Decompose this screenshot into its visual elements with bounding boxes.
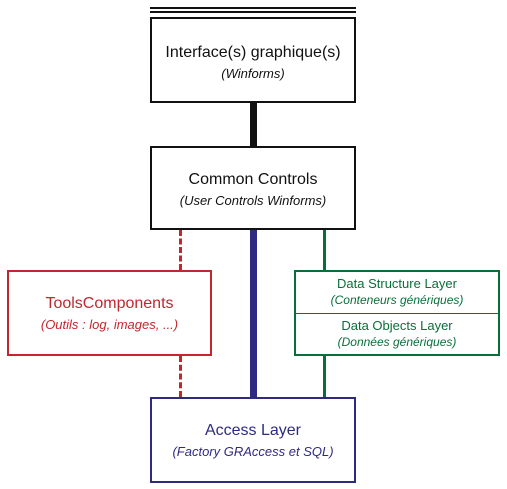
common-controls-box: Common Controls (User Controls Winforms)	[150, 146, 356, 230]
data-objects-section: Data Objects Layer (Données génériques)	[296, 314, 498, 356]
data-structure-subtitle: (Conteneurs génériques)	[330, 293, 464, 307]
data-objects-title: Data Objects Layer	[341, 318, 453, 333]
connector-data-bottom	[323, 356, 326, 397]
connector-interface-to-common	[250, 103, 257, 146]
tools-components-box: ToolsComponents (Outils : log, images, .…	[7, 270, 212, 356]
connector-tools-dashed-top	[179, 230, 182, 270]
connector-tools-dashed-bottom	[179, 356, 182, 397]
tools-components-subtitle: (Outils : log, images, ...)	[40, 317, 179, 332]
interface-box: Interface(s) graphique(s) (Winforms)	[150, 17, 356, 103]
access-layer-box: Access Layer (Factory GRAccess et SQL)	[150, 397, 356, 483]
access-layer-subtitle: (Factory GRAccess et SQL)	[172, 444, 334, 459]
interface-stack-line-2	[150, 11, 356, 13]
data-objects-subtitle: (Données génériques)	[337, 335, 457, 349]
connector-data-top	[323, 230, 326, 270]
connector-common-to-access	[250, 230, 257, 397]
interface-subtitle: (Winforms)	[221, 66, 285, 81]
data-structure-section: Data Structure Layer (Conteneurs génériq…	[296, 272, 498, 314]
data-layers-box: Data Structure Layer (Conteneurs génériq…	[294, 270, 500, 356]
data-structure-title: Data Structure Layer	[337, 276, 457, 291]
interface-title: Interface(s) graphique(s)	[165, 44, 341, 61]
tools-components-title: ToolsComponents	[45, 295, 174, 312]
access-layer-title: Access Layer	[204, 422, 302, 439]
interface-stack-line-1	[150, 7, 356, 9]
common-controls-title: Common Controls	[188, 171, 318, 188]
common-controls-subtitle: (User Controls Winforms)	[179, 193, 327, 208]
